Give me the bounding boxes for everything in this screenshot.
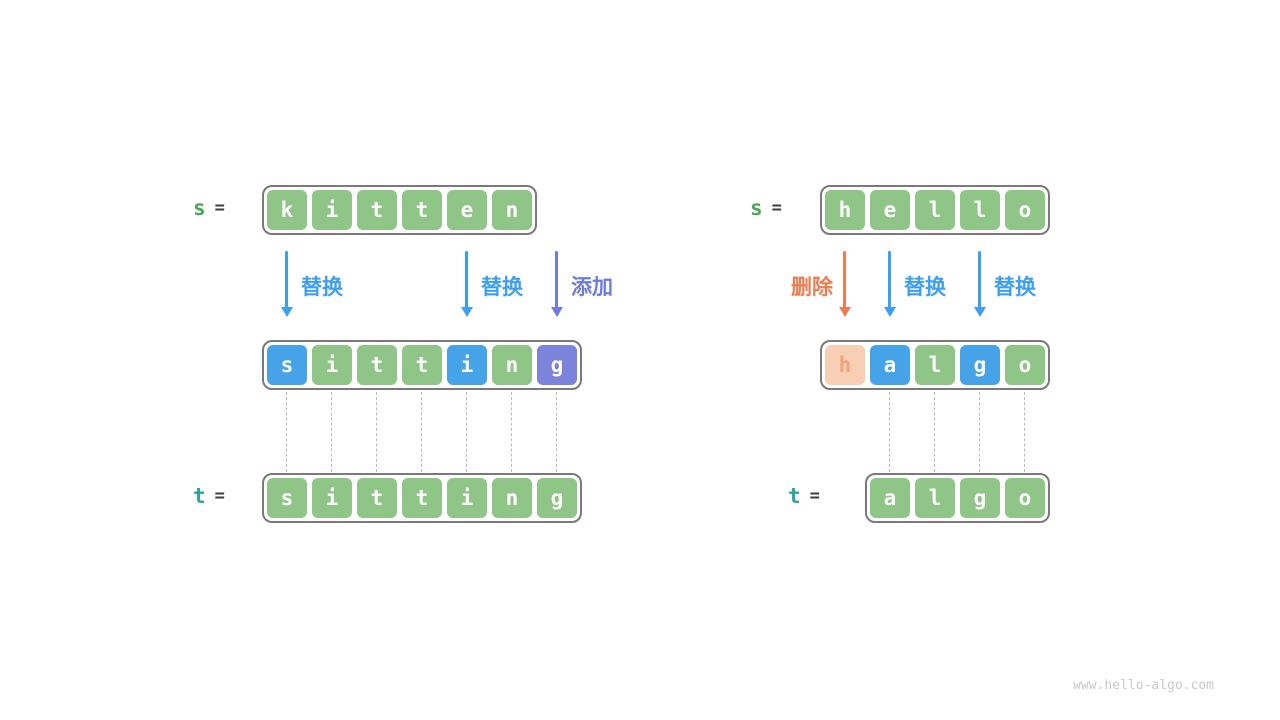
down-arrow-icon [978,251,981,308]
char-cell: l [915,345,955,385]
char-cell: t [357,190,397,230]
add-label: 添加 [571,276,613,299]
connector-line [556,392,557,472]
char-cell: i [312,190,352,230]
char-cell: l [960,190,1000,230]
char-cell: a [870,478,910,518]
connector-line [466,392,467,472]
down-arrow-icon [888,251,891,308]
char-cell: g [960,478,1000,518]
char-cell: k [267,190,307,230]
char-cell: h [825,345,865,385]
connector-line [331,392,332,472]
right-s-label: s = [750,196,782,220]
char-cell: t [357,345,397,385]
char-cell: n [492,345,532,385]
connector-line [376,392,377,472]
watermark: www.hello-algo.com [1073,678,1214,693]
connector-line [979,392,980,472]
char-cell: g [537,345,577,385]
equals-sign: = [214,486,225,506]
equals-sign: = [214,198,225,218]
char-cell: n [492,478,532,518]
right-t-label: t = [788,484,820,508]
char-cell: t [357,478,397,518]
char-cell: a [870,345,910,385]
connector-line [421,392,422,472]
char-cell: s [267,345,307,385]
char-cell: l [915,190,955,230]
down-arrow-icon [285,251,288,308]
char-cell: i [312,478,352,518]
char-cell: h [825,190,865,230]
char-cell: t [402,190,442,230]
char-cell: e [870,190,910,230]
down-arrow-icon [465,251,468,308]
char-cell: o [1005,345,1045,385]
left-s-label: s = [193,196,225,220]
left-t-label: t = [193,484,225,508]
down-arrow-icon [843,251,846,308]
char-cell: o [1005,190,1045,230]
replace-label: 替换 [481,276,523,299]
char-cell: i [447,345,487,385]
char-cell: g [960,345,1000,385]
replace-label: 替换 [904,276,946,299]
char-cell: t [402,345,442,385]
char-cell: l [915,478,955,518]
char-cell: t [402,478,442,518]
variable-t: t [193,484,206,508]
connector-line [1024,392,1025,472]
equals-sign: = [809,486,820,506]
char-cell: i [447,478,487,518]
connector-line [889,392,890,472]
variable-s: s [193,196,206,220]
replace-label: 替换 [994,276,1036,299]
variable-s: s [750,196,763,220]
connector-line [286,392,287,472]
replace-label: 替换 [301,276,343,299]
char-cell: s [267,478,307,518]
connector-line [934,392,935,472]
char-cell: n [492,190,532,230]
equals-sign: = [771,198,782,218]
char-cell: o [1005,478,1045,518]
char-cell: g [537,478,577,518]
connector-line [511,392,512,472]
char-cell: i [312,345,352,385]
char-cell: e [447,190,487,230]
delete-label: 删除 [791,276,833,299]
down-arrow-icon [555,251,558,308]
variable-t: t [788,484,801,508]
